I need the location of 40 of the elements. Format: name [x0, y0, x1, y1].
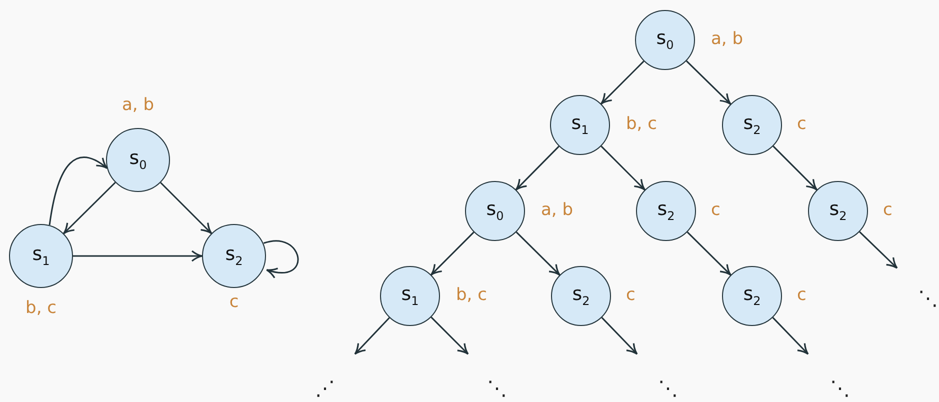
state-label: c	[229, 294, 239, 311]
state-name: s$_{2}$	[657, 200, 675, 222]
state-label: c	[626, 287, 636, 304]
state-circle	[635, 10, 695, 70]
state-circle	[808, 181, 868, 241]
state-label: b, c	[26, 300, 56, 317]
state-name: s$_{1}$	[401, 285, 419, 307]
state-label: a, b	[122, 97, 154, 114]
state-label: c	[797, 287, 806, 304]
state-name: s$_{2}$	[743, 285, 761, 307]
state-circle	[106, 128, 170, 192]
state-name: s$_{2}$	[743, 114, 761, 136]
state-name: s$_{2}$	[572, 285, 590, 307]
state-circle	[551, 266, 611, 326]
state-circle	[636, 181, 696, 241]
ellipsis: ⋱	[658, 378, 678, 398]
state-circle	[465, 181, 525, 241]
state-name: s$_{2}$	[829, 200, 847, 222]
state-circle	[380, 266, 440, 326]
state-label: c	[711, 202, 720, 219]
state-name: s$_{1}$	[571, 114, 589, 136]
state-name: s$_{2}$	[225, 245, 243, 267]
state-label: c	[883, 202, 892, 219]
state-name: s$_{0}$	[129, 149, 147, 171]
state-label: b, c	[626, 116, 657, 133]
ellipsis: ⋱	[487, 378, 507, 398]
state-label: b, c	[456, 287, 487, 304]
state-name: s$_{1}$	[32, 245, 50, 267]
state-label: a, b	[541, 202, 574, 219]
state-circle	[722, 266, 782, 326]
state-name: s$_{0}$	[486, 200, 504, 222]
ellipsis: ⋰	[315, 378, 335, 398]
state-circle	[550, 95, 610, 155]
state-label: a, b	[711, 31, 744, 48]
ellipsis: ⋱	[918, 288, 938, 308]
state-circle	[722, 95, 782, 155]
state-label: c	[797, 116, 806, 133]
state-circle	[202, 224, 266, 288]
ellipsis: ⋱	[830, 378, 850, 398]
state-name: s$_{0}$	[656, 29, 674, 51]
